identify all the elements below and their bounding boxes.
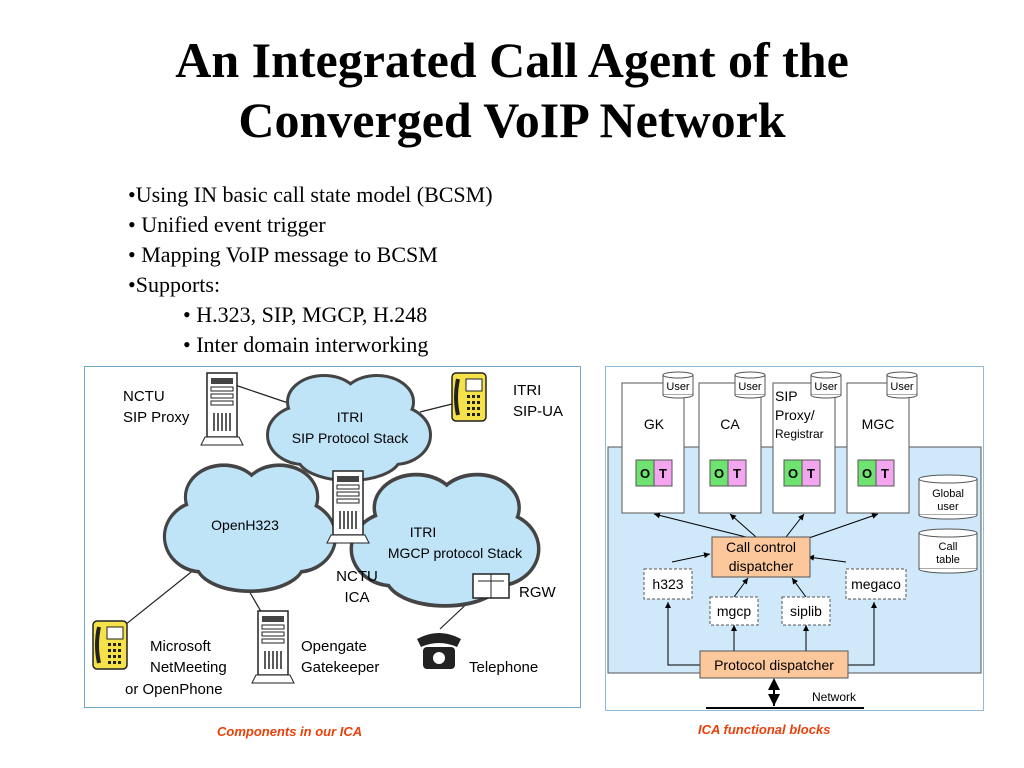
sip-label-line3: Registrar bbox=[775, 427, 824, 441]
megaco-module: megaco bbox=[845, 568, 907, 600]
bullet-item: •Supports: bbox=[128, 272, 221, 297]
functional-blocks-diagram: GK O T CA O T SIP Proxy/ Registrar O T bbox=[605, 366, 984, 711]
call-control-line2: dispatcher bbox=[729, 558, 794, 574]
ip-phone-icon bbox=[91, 619, 129, 671]
bullet-item: • Mapping VoIP message to BCSM bbox=[128, 242, 438, 267]
mgcp-cloud-line1: ITRI bbox=[410, 524, 436, 540]
siplib-module: siplib bbox=[781, 596, 831, 626]
user-db: User bbox=[734, 371, 766, 399]
mgc-label: MGC bbox=[862, 416, 895, 432]
user-label: User bbox=[890, 381, 914, 393]
bullet-item: • Unified event trigger bbox=[128, 212, 326, 237]
protocol-dispatcher-label: Protocol dispatcher bbox=[714, 657, 834, 673]
page-title: An Integrated Call Agent of the Converge… bbox=[0, 30, 1024, 150]
mgcp-stack-cloud: ITRI MGCP protocol Stack bbox=[353, 477, 537, 605]
title-line-2: Converged VoIP Network bbox=[238, 92, 786, 148]
nctu-sip-proxy-line1: NCTU bbox=[123, 388, 165, 405]
bullet-item: •Using IN basic call state model (BCSM) bbox=[128, 182, 493, 207]
sip-cloud-line1: ITRI bbox=[337, 409, 363, 425]
nctu-sip-proxy-line2: SIP Proxy bbox=[123, 409, 190, 426]
o-label: O bbox=[862, 466, 872, 481]
t-label: T bbox=[659, 466, 667, 481]
gk-label: GK bbox=[644, 416, 665, 432]
netmeeting-line3: or OpenPhone bbox=[125, 681, 223, 698]
h323-label: h323 bbox=[652, 576, 683, 592]
telephone-label: Telephone bbox=[469, 659, 538, 676]
itri-sip-ua-line1: ITRI bbox=[513, 382, 541, 399]
gatekeeper-line1: Opengate bbox=[301, 638, 367, 655]
telephone-icon bbox=[417, 633, 461, 669]
sub-bullet-item: • H.323, SIP, MGCP, H.248 bbox=[183, 302, 428, 327]
mgcp-cloud-line2: MGCP protocol Stack bbox=[388, 545, 523, 561]
netmeeting-line1: Microsoft bbox=[150, 638, 212, 655]
openh323-cloud: OpenH323 bbox=[166, 467, 334, 589]
t-label: T bbox=[807, 466, 815, 481]
megaco-label: megaco bbox=[851, 576, 901, 592]
siplib-label: siplib bbox=[790, 603, 822, 619]
bullet-list: •Using IN basic call state model (BCSM) … bbox=[128, 180, 493, 360]
itri-sip-ua-line2: SIP-UA bbox=[513, 403, 563, 420]
title-line-1: An Integrated Call Agent of the bbox=[175, 32, 849, 88]
call-table-line1: Call bbox=[939, 541, 958, 553]
call-table-line2: table bbox=[936, 554, 960, 566]
left-caption: Components in our ICA bbox=[217, 724, 363, 739]
mgcp-module: mgcp bbox=[709, 596, 759, 626]
mgcp-label: mgcp bbox=[717, 603, 751, 619]
global-user-line1: Global bbox=[932, 488, 964, 500]
right-caption: ICA functional blocks bbox=[698, 722, 831, 737]
global-user-db: Global user bbox=[918, 474, 978, 520]
o-label: O bbox=[714, 466, 724, 481]
global-user-line2: user bbox=[937, 501, 959, 513]
ip-phone-icon bbox=[450, 371, 488, 423]
user-label: User bbox=[666, 381, 690, 393]
call-control-dispatcher: Call control dispatcher bbox=[711, 536, 811, 578]
mgc-module: MGC O T bbox=[846, 382, 910, 514]
call-table-db: Call table bbox=[918, 528, 978, 574]
o-label: O bbox=[788, 466, 798, 481]
openh323-label: OpenH323 bbox=[211, 517, 279, 533]
components-diagram: ITRI SIP Protocol Stack OpenH323 ITRI MG… bbox=[84, 366, 581, 708]
sip-cloud-line2: SIP Protocol Stack bbox=[292, 430, 409, 446]
sub-bullet-item: • Inter domain interworking bbox=[183, 332, 429, 357]
t-label: T bbox=[733, 466, 741, 481]
user-label: User bbox=[738, 381, 762, 393]
t-label: T bbox=[881, 466, 889, 481]
rgw-label: RGW bbox=[519, 584, 557, 601]
user-db: User bbox=[662, 371, 694, 399]
server-icon bbox=[326, 470, 370, 544]
sip-proxy-module: SIP Proxy/ Registrar O T bbox=[772, 382, 836, 514]
ca-module: CA O T bbox=[698, 382, 762, 514]
sip-label-line1: SIP bbox=[775, 388, 798, 404]
netmeeting-line2: NetMeeting bbox=[150, 659, 227, 676]
call-control-line1: Call control bbox=[726, 539, 796, 555]
h323-module: h323 bbox=[643, 568, 693, 600]
server-icon bbox=[200, 372, 244, 446]
nctu-ica-line1: NCTU bbox=[336, 568, 378, 585]
rgw-icon bbox=[472, 573, 510, 599]
nctu-ica-line2: ICA bbox=[344, 589, 369, 606]
o-label: O bbox=[640, 466, 650, 481]
network-label: Network bbox=[812, 690, 857, 704]
gk-module: GK O T bbox=[621, 382, 685, 514]
server-icon bbox=[251, 610, 295, 684]
user-db: User bbox=[810, 371, 842, 399]
ca-label: CA bbox=[720, 416, 740, 432]
protocol-dispatcher: Protocol dispatcher bbox=[699, 650, 849, 679]
user-label: User bbox=[814, 381, 838, 393]
sip-label-line2: Proxy/ bbox=[775, 407, 815, 423]
user-db: User bbox=[886, 371, 918, 399]
sip-stack-cloud: ITRI SIP Protocol Stack bbox=[269, 377, 429, 479]
gatekeeper-line2: Gatekeeper bbox=[301, 659, 379, 676]
